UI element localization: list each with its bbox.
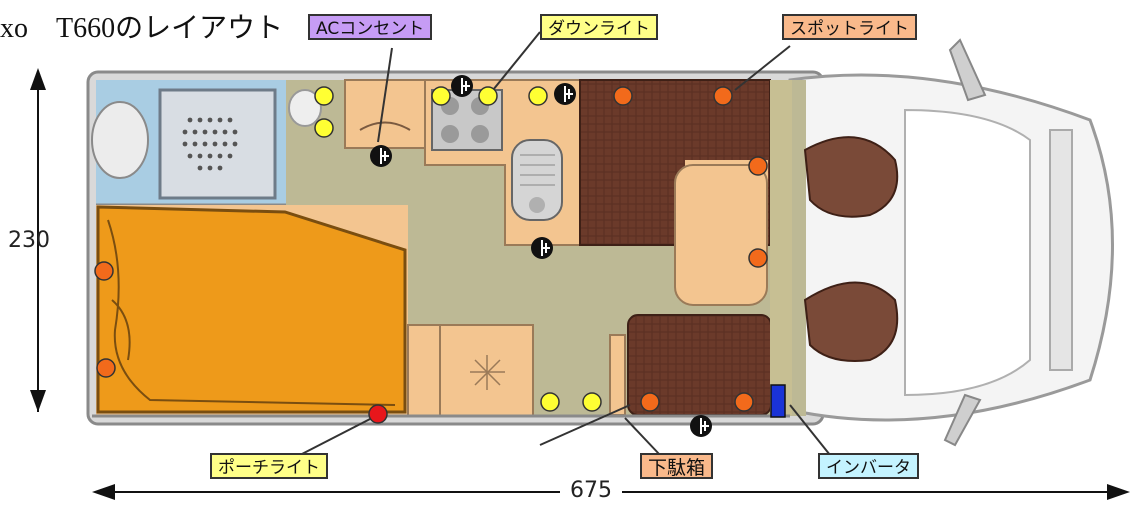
spotlight-icon [713,86,733,106]
downlight-icon [314,118,334,138]
downlight-icon [431,86,451,106]
downlight-icon [314,86,334,106]
page-title: xo T660のレイアウト [0,13,284,44]
callout-leaders [299,31,831,456]
downlight-icon [582,392,602,412]
spotlight-icon [613,86,633,106]
callout-shoe-box: 下駄箱 [640,453,714,479]
ac-outlet-icon [451,75,473,97]
kitchen-counter [424,79,581,246]
spotlight-icon [748,156,768,176]
callout-ac-outlet: ACコンセント [308,14,433,40]
cab-seats [803,136,899,362]
callout-spotlight: スポットライト [782,14,917,40]
spotlight-icon [96,358,116,378]
callout-downlight: ダウンライト [540,14,658,40]
spotlight-icon [94,261,114,281]
ac-outlet-icon [370,145,392,167]
ac-outlet-icon [531,237,553,259]
length-dimension: 675 [560,478,622,503]
downlight-icon [540,392,560,412]
ac-outlet-icon [690,415,712,437]
height-dimension: 230 [8,228,50,253]
fridge-cabinet [407,324,534,417]
callout-inverter: インバータ [818,453,919,479]
porch-light-icon [368,404,388,424]
rear-bed [96,205,408,416]
downlight-icon [478,86,498,106]
inverter-icon [770,384,786,418]
shoe-box [609,334,626,416]
dinette [579,79,792,416]
bathroom [91,80,322,207]
callout-porch-light: ポーチライト [210,453,328,479]
fixture-markers [94,75,786,437]
spotlight-icon [640,392,660,412]
spotlight-icon [748,248,768,268]
ac-outlet-icon [554,83,576,105]
spotlight-icon [734,392,754,412]
downlight-icon [528,86,548,106]
